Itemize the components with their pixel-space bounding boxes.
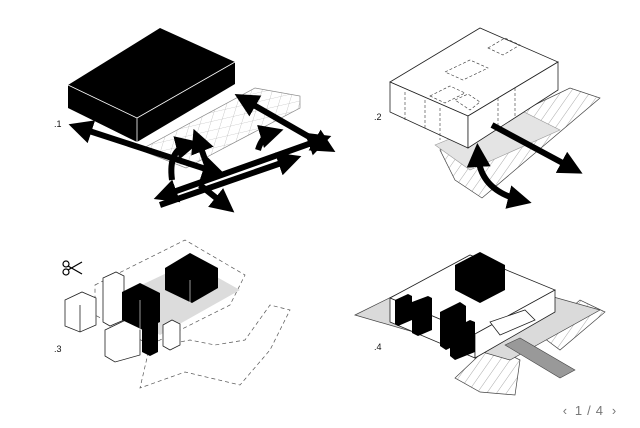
black-volumes: [122, 253, 218, 356]
dashed-footprint: [94, 239, 246, 346]
dashed-voids: [404, 37, 521, 140]
page-current: 1: [574, 402, 584, 418]
flow-arrows: [466, 122, 583, 209]
scissors-icon: [62, 260, 83, 276]
circulation-arrows: [68, 94, 336, 213]
diagram-2-label: .2: [374, 112, 382, 122]
diagram-4: .4: [354, 252, 606, 396]
box-right: [467, 61, 559, 149]
dashed-path: [139, 304, 291, 389]
black-volumes-4: [395, 252, 505, 360]
page-separator: /: [587, 402, 592, 418]
diagram-4-label: .4: [374, 342, 382, 352]
diagram-3: .3: [54, 239, 291, 389]
diagram-3-label: .3: [54, 344, 62, 354]
page-total: 4: [595, 402, 604, 418]
grey-bridge: [504, 337, 576, 379]
pagination: ‹ 1 / 4 ›: [559, 402, 620, 418]
chevron-left-icon[interactable]: ‹: [562, 402, 568, 418]
mass-top: [68, 28, 235, 118]
diagram-2: .2: [374, 27, 601, 209]
chevron-right-icon[interactable]: ›: [611, 402, 617, 418]
diagram-1: .1: [54, 28, 336, 213]
diagram-1-label: .1: [54, 119, 62, 129]
white-volumes: [64, 271, 181, 363]
